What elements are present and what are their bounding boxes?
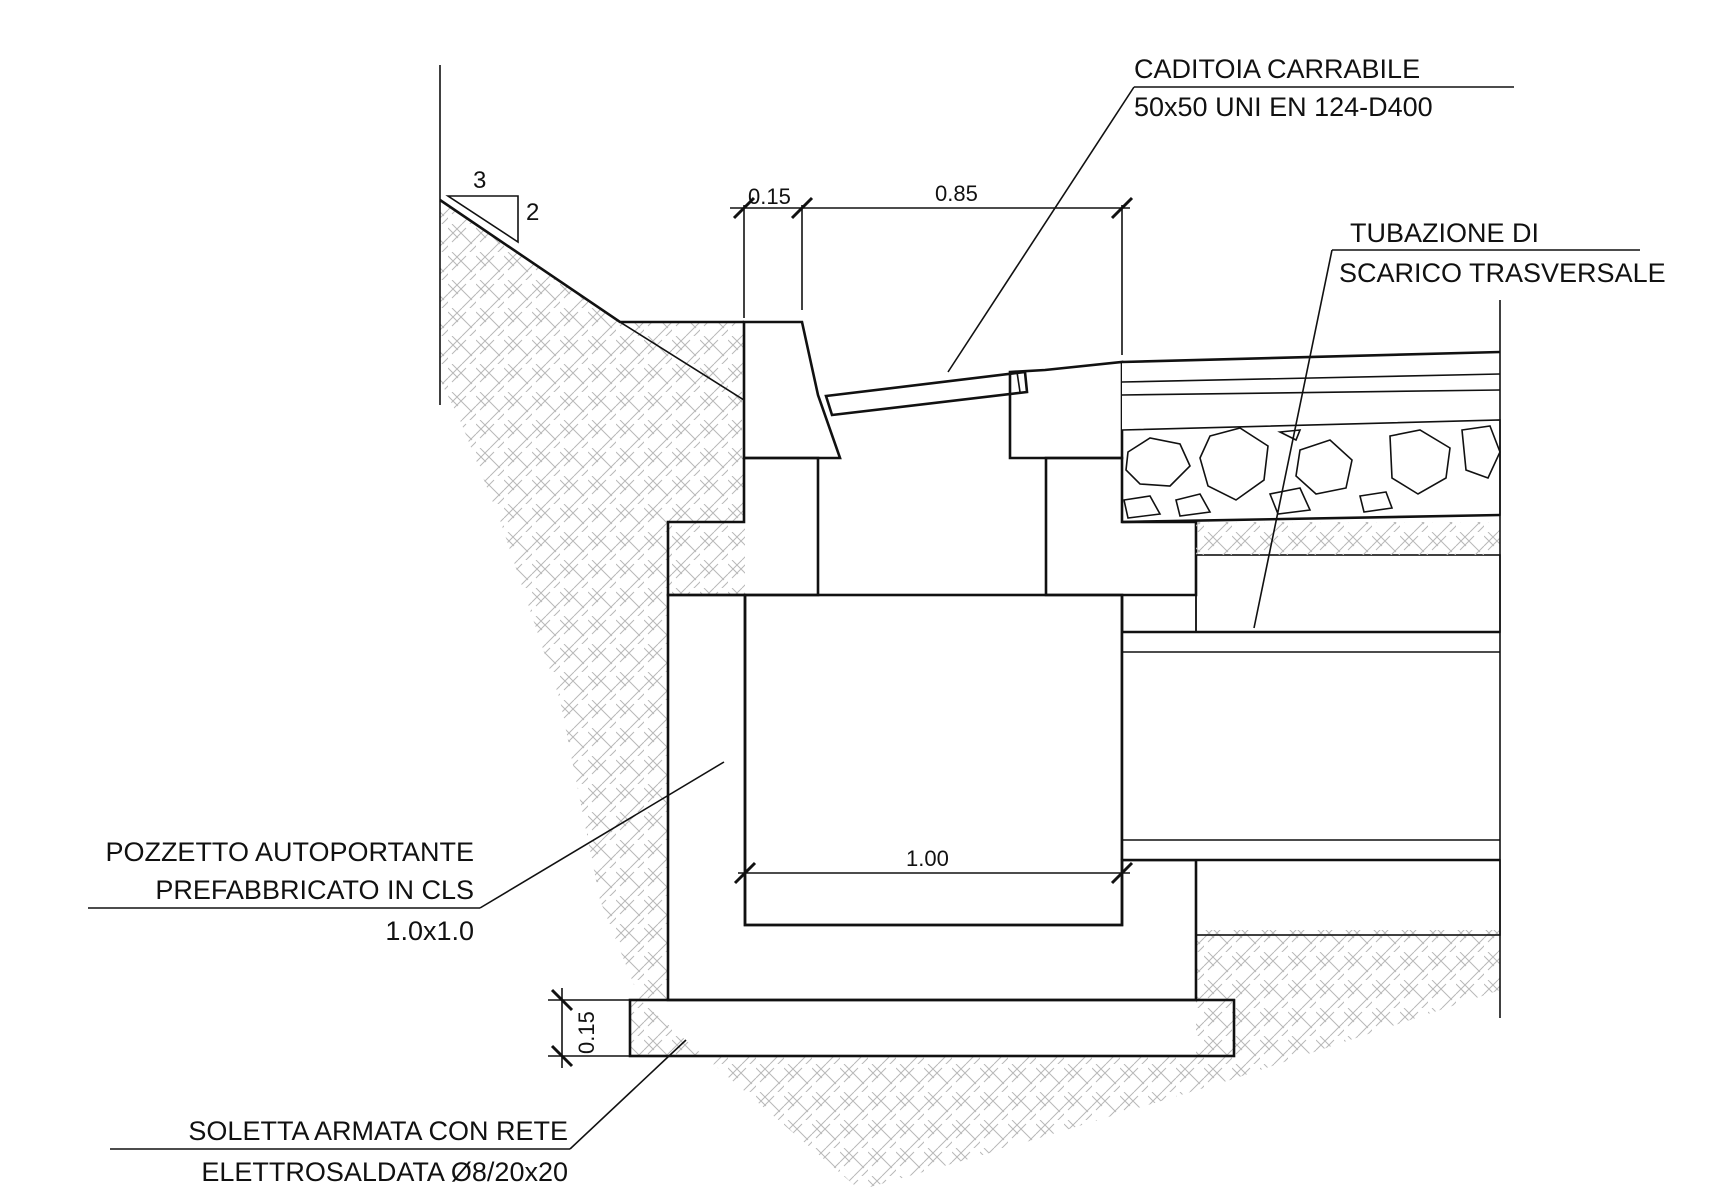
dim-inner-width: 1.00: [733, 846, 1134, 885]
stones: [1123, 425, 1501, 519]
grate-label-line2: 50x50 UNI EN 124-D400: [1134, 92, 1433, 122]
transverse-pipe: [1122, 632, 1500, 860]
sand-layer-lower: [1195, 859, 1501, 936]
slope-vertical: 2: [526, 199, 539, 226]
pipe-label-line2: SCARICO TRASVERSALE: [1339, 258, 1666, 288]
leader-slab: SOLETTA ARMATA CON RETE ELETTROSALDATA Ø…: [110, 1039, 687, 1187]
pipe-label-line1: TUBAZIONE DI: [1350, 218, 1539, 248]
manhole-label-line2: PREFABBRICATO IN CLS: [155, 875, 474, 905]
concrete-strip-upper: [1196, 522, 1500, 555]
earth-hatch: [440, 200, 1500, 1190]
svg-text:0.15: 0.15: [748, 184, 791, 209]
slab-label-line1: SOLETTA ARMATA CON RETE: [188, 1116, 568, 1146]
sand-layer-upper: [1195, 554, 1501, 633]
leader-grate: CADITOIA CARRABILE 50x50 UNI EN 124-D400: [947, 54, 1514, 373]
leader-pipe: TUBAZIONE DI SCARICO TRASVERSALE: [1253, 218, 1666, 629]
slope-horizontal: 3: [473, 167, 486, 194]
pavement-surface: [1122, 352, 1500, 430]
manhole-label-line3: 1.0x1.0: [385, 916, 474, 946]
grate-label-line1: CADITOIA CARRABILE: [1134, 54, 1420, 84]
slab-label-line2: ELETTROSALDATA Ø8/20x20: [201, 1157, 568, 1187]
svg-text:0.15: 0.15: [574, 1011, 599, 1054]
riser-right: [1044, 456, 1198, 597]
dim-wall-thickness: 0.15: [730, 184, 1130, 318]
grate: [824, 370, 1029, 417]
manhole-label-line1: POZZETTO AUTOPORTANTE: [105, 837, 474, 867]
base-slab: [628, 998, 1236, 1058]
curb-right: [1008, 360, 1124, 460]
manhole-body: [666, 593, 1198, 1002]
stone-layer: [1121, 419, 1501, 523]
leader-manhole: POZZETTO AUTOPORTANTE PREFABBRICATO IN C…: [88, 761, 725, 946]
svg-text:1.00: 1.00: [906, 846, 949, 871]
pipe-collar-top: [1121, 594, 1197, 633]
dim-slab-thickness: 0.15: [548, 988, 630, 1068]
slope-symbol: [445, 195, 519, 244]
curb-left: [742, 320, 842, 460]
dim-grate-opening: 0.85: [935, 181, 1134, 355]
svg-text:0.85: 0.85: [935, 181, 978, 206]
